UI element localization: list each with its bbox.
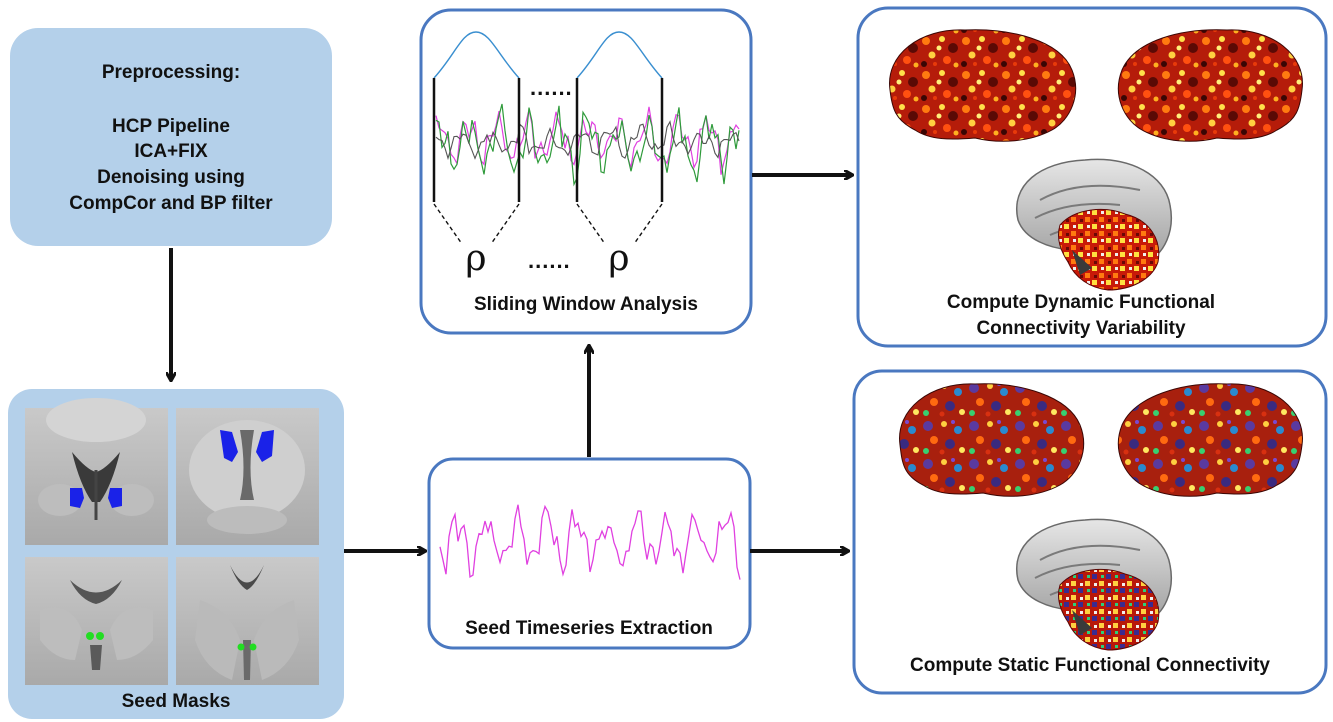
dynamic-fc-label-line2: Connectivity Variability <box>976 318 1185 339</box>
mri-coronal-tile-1 <box>25 398 168 545</box>
mask-green-left <box>86 632 94 640</box>
seed-timeseries-trace <box>439 504 741 580</box>
dash-2a <box>576 203 606 245</box>
sliding-window-box: ...... ρ ...... ρ Sliding Window Analysi… <box>419 8 753 335</box>
brain-lateral-left-static <box>899 383 1085 497</box>
seed-timeseries-label: Seed Timeseries Extraction <box>465 618 713 639</box>
dash-1a <box>433 203 463 245</box>
rho-symbol-1: ρ <box>465 238 486 279</box>
preprocessing-step-2: ICA+FIX <box>134 141 208 162</box>
sliding-window-label: Sliding Window Analysis <box>474 294 698 315</box>
ellipsis-top: ...... <box>530 75 573 100</box>
ellipsis-bottom: ...... <box>528 248 571 273</box>
seed-timeseries-box: Seed Timeseries Extraction <box>427 457 752 650</box>
mri-axial-tile-2 <box>176 557 319 685</box>
preprocessing-step-3: Denoising using <box>97 167 245 188</box>
sliding-window-trace-magenta <box>435 106 740 175</box>
preprocessing-step-4: CompCor and BP filter <box>69 193 273 214</box>
mask-blue-caudate-left <box>220 430 238 462</box>
brain-lateral-right-dynamic <box>1117 29 1303 142</box>
mask-blue-left <box>70 488 84 508</box>
sliding-window-trace-green <box>435 103 740 187</box>
mask-green-right <box>96 632 104 640</box>
mask-green-axial-right <box>249 643 257 651</box>
dynamic-fc-box: Compute Dynamic Functional Connectivity … <box>856 6 1328 348</box>
window-function-1 <box>433 31 520 79</box>
static-fc-label: Compute Static Functional Connectivity <box>910 655 1270 676</box>
static-fc-box: Compute Static Functional Connectivity <box>852 369 1328 695</box>
mri-coronal-tile-2 <box>25 557 168 685</box>
brain-lateral-right-static <box>1117 383 1303 497</box>
dash-1b <box>490 203 520 245</box>
mask-green-axial-left <box>237 643 245 651</box>
mask-blue-caudate-right <box>256 430 274 462</box>
sliding-window-trace-gray <box>435 120 740 161</box>
rho-symbol-2: ρ <box>608 238 629 279</box>
preprocessing-title: Preprocessing: <box>102 62 240 83</box>
mask-blue-right <box>108 488 122 508</box>
brain-lateral-left-dynamic <box>889 29 1077 142</box>
dynamic-fc-label-line1: Compute Dynamic Functional <box>947 292 1215 313</box>
dash-2b <box>633 203 663 245</box>
seed-masks-box: Seed Masks <box>8 389 344 719</box>
mri-axial-tile-1 <box>176 408 319 545</box>
preprocessing-box: Preprocessing: HCP Pipeline ICA+FIX Deno… <box>10 28 332 246</box>
seed-masks-label: Seed Masks <box>122 691 231 712</box>
window-function-2 <box>576 31 663 79</box>
preprocessing-step-1: HCP Pipeline <box>112 116 230 137</box>
